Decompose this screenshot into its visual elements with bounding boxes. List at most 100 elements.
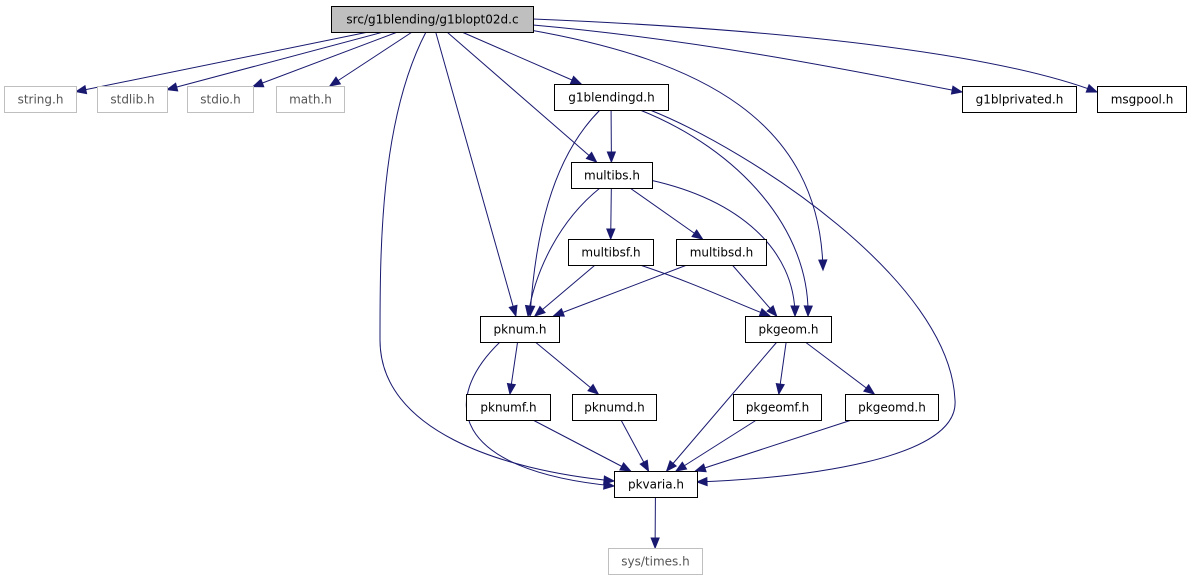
node-string[interactable]: string.h — [4, 86, 77, 113]
node-pkgeom[interactable]: pkgeom.h — [745, 316, 832, 343]
edge-pkgeom-to-pkgeomf-arrowhead — [775, 382, 785, 396]
node-stdlib-label: stdlib.h — [110, 93, 154, 107]
node-pkvaria-box — [614, 471, 698, 498]
node-math[interactable]: math.h — [276, 86, 345, 113]
edge-pknumf-to-pkvaria-arrowhead — [619, 461, 632, 472]
node-pkvaria-label: pkvaria.h — [628, 478, 684, 492]
node-multibsd[interactable]: multibsd.h — [676, 239, 767, 266]
node-systimes-box — [608, 548, 703, 575]
edge-pkgeomf-to-pkvaria-arrowhead — [674, 461, 688, 472]
edge-root-to-stdio-arrowhead — [251, 78, 265, 88]
edge-root-to-multibs — [446, 31, 597, 163]
edge-pkgeomd-to-pkvaria-arrowhead — [694, 463, 707, 473]
node-string-box — [4, 86, 77, 113]
node-stdlib[interactable]: stdlib.h — [97, 86, 168, 113]
edge-root-to-msgpool — [532, 18, 1098, 93]
node-pknumd[interactable]: pknumd.h — [572, 394, 657, 421]
edge-multibsd-to-pknum-arrowhead — [552, 307, 566, 317]
edge-pkgeom-to-pkvaria — [666, 341, 778, 472]
edge-root-to-pknum-arrowhead — [508, 304, 518, 318]
node-stdio-box — [187, 86, 254, 113]
node-multibsd-box — [676, 239, 767, 266]
node-multibsd-label: multibsd.h — [690, 246, 754, 260]
edge-multibsf-to-pknum-arrowhead — [533, 305, 546, 317]
edge-multibs-to-multibsd — [629, 187, 703, 240]
edge-root-to-multibs-arrowhead — [585, 151, 598, 163]
edge-g1blendingd-to-pkvaria-arrowhead — [695, 476, 708, 487]
edge-multibsd-to-pknum — [553, 264, 688, 317]
node-multibsf-box — [568, 239, 654, 266]
node-pkgeomf-label: pkgeomf.h — [746, 401, 809, 415]
edge-multibs-to-pkgeom — [649, 179, 796, 317]
edge-pkgeom-to-pkgeomd — [804, 341, 875, 395]
node-multibs[interactable]: multibs.h — [571, 162, 653, 189]
node-pknum[interactable]: pknum.h — [480, 316, 560, 343]
node-msgpool[interactable]: msgpool.h — [1097, 86, 1187, 113]
node-multibs-box — [571, 162, 653, 189]
edge-multibsd-to-pkgeom-arrowhead — [766, 304, 778, 318]
edge-root-to-string-arrowhead — [74, 84, 88, 95]
edge-multibs-to-pknum-arrowhead — [524, 304, 535, 318]
edge-pknum-to-pknumd — [534, 341, 599, 395]
node-pknumd-label: pknumd.h — [584, 401, 645, 415]
edge-pknum-to-pkvaria-arrowhead — [603, 480, 616, 490]
edge-g1blendingd-to-pkvaria — [649, 109, 956, 483]
node-g1blprivated[interactable]: g1blprivated.h — [962, 86, 1077, 113]
edge-multibsd-to-pkgeom — [731, 264, 778, 317]
edge-root-to-stdio — [252, 31, 398, 88]
edge-multibs-to-pkgeom-arrowhead — [790, 305, 800, 318]
edge-root-to-stdlib — [166, 31, 384, 91]
edge-multibs-to-multibsf-arrowhead — [606, 228, 616, 241]
node-stdio-label: stdio.h — [200, 93, 240, 107]
edge-root-to-pknum — [435, 31, 517, 317]
node-pknumf[interactable]: pknumf.h — [466, 394, 551, 421]
edge-root-to-g1blprivated-arrowhead — [950, 85, 964, 95]
node-pkgeomd-box — [845, 394, 939, 421]
edge-root-to-string — [75, 31, 369, 93]
node-multibs-label: multibs.h — [584, 169, 640, 183]
node-stdio[interactable]: stdio.h — [187, 86, 254, 113]
edge-pknum-to-pknumd-arrowhead — [587, 383, 600, 395]
edge-g1blendingd-to-pkgeom — [639, 109, 809, 317]
node-msgpool-label: msgpool.h — [1111, 93, 1174, 107]
edge-root-to-pkgeom — [529, 29, 824, 271]
edge-g1blendingd-to-multibs-arrowhead — [606, 151, 617, 164]
edge-pknumd-to-pkvaria-arrowhead — [639, 459, 650, 473]
edge-root-to-g1blprivated — [532, 24, 963, 93]
node-root-label: src/g1blending/g1blopt02d.c — [346, 13, 518, 27]
edge-pknum-to-pkvaria — [465, 341, 615, 487]
edge-root-to-stdlib-arrowhead — [165, 82, 179, 92]
node-pkgeomf[interactable]: pkgeomf.h — [733, 394, 822, 421]
edge-root-to-g1blendingd-arrowhead — [569, 75, 583, 85]
node-systimes[interactable]: sys/times.h — [608, 548, 703, 575]
node-g1blprivated-label: g1blprivated.h — [976, 93, 1064, 107]
node-pkgeom-box — [745, 316, 832, 343]
node-pknumf-label: pknumf.h — [480, 401, 536, 415]
node-math-box — [276, 86, 345, 113]
node-pkgeom-label: pkgeom.h — [758, 323, 818, 337]
node-pkgeomd[interactable]: pkgeomd.h — [845, 394, 939, 421]
edge-root-to-pkgeom-arrowhead — [818, 259, 828, 272]
edge-multibs-to-pknum — [527, 187, 601, 317]
node-pknumf-box — [466, 394, 551, 421]
node-g1blendingd-label: g1blendingd.h — [568, 91, 654, 105]
node-math-label: math.h — [289, 93, 332, 107]
node-g1blendingd[interactable]: g1blendingd.h — [554, 84, 669, 111]
node-stdlib-box — [97, 86, 168, 113]
node-multibsf-label: multibsf.h — [581, 246, 640, 260]
edge-root-to-msgpool-arrowhead — [1085, 83, 1099, 93]
edge-root-to-g1blendingd — [461, 31, 582, 85]
node-string-label: string.h — [18, 93, 64, 107]
node-pknum-box — [480, 316, 560, 343]
edge-root-to-math — [329, 31, 413, 87]
node-pknumd-box — [572, 394, 657, 421]
node-root[interactable]: src/g1blending/g1blopt02d.c — [331, 6, 534, 33]
node-pkgeomd-label: pkgeomd.h — [858, 401, 926, 415]
node-pkgeomf-box — [733, 394, 822, 421]
node-multibsf[interactable]: multibsf.h — [568, 239, 654, 266]
node-pkvaria[interactable]: pkvaria.h — [614, 471, 698, 498]
node-g1blprivated-box — [962, 86, 1077, 113]
edge-g1blendingd-to-pkgeom-arrowhead — [803, 305, 813, 318]
edge-multibs-to-multibsd-arrowhead — [691, 229, 704, 240]
